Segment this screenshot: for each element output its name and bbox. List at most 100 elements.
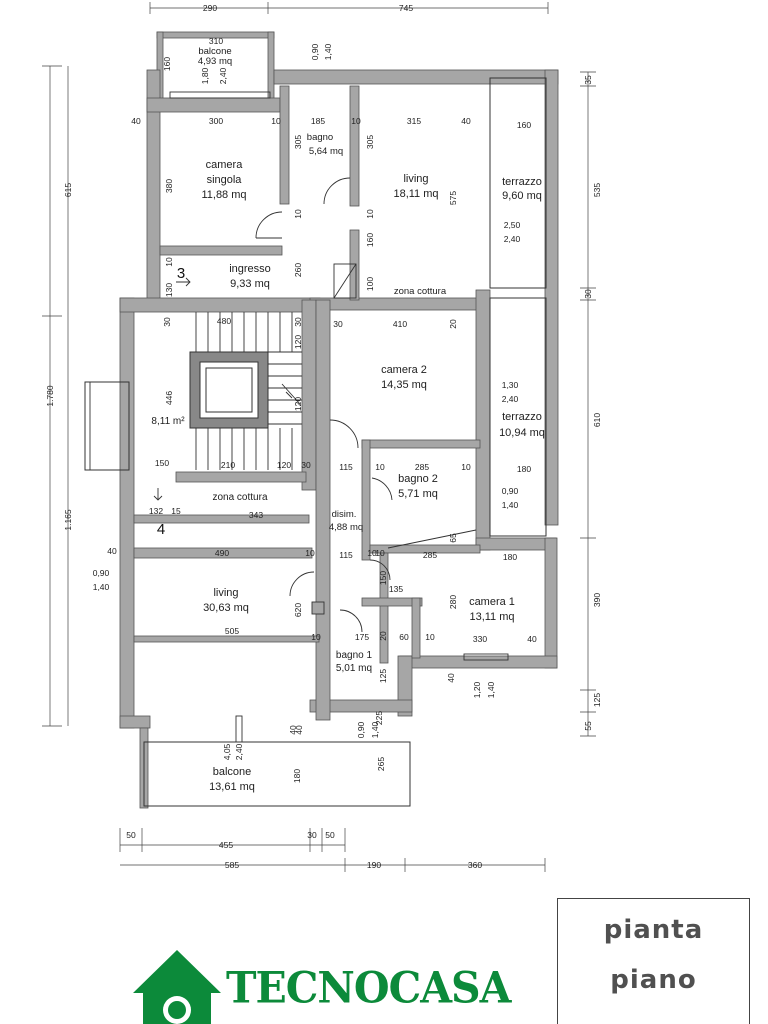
svg-text:5,64 mq: 5,64 mq [309,146,343,157]
dim-interior: 225 [374,711,384,725]
room-bagno-2-name: bagno 2 [398,473,438,485]
dim-interior: 0,90 [502,486,519,496]
dim-bottom-7: 360 [468,860,482,870]
dim-interior: 160 [365,233,375,247]
room-ingresso-area: 9,33 mq [230,278,270,290]
room-ingresso-name: ingresso [229,263,271,275]
dim-interior: 1,40 [323,43,333,60]
dim-interior: 65 [448,533,458,543]
dim-right-7: 55 [583,721,593,731]
dim-interior: 40 [107,546,117,556]
dim-interior: 115 [339,462,353,472]
room-bagno-top-area: 5,64 mq [309,146,343,157]
dim-interior: 410 [393,319,407,329]
dim-interior: 0,90 [310,43,320,60]
dim-right-4: 610 [592,413,602,427]
title-line-1: pianta [603,915,704,945]
dim-interior: 160 [517,120,531,130]
dim-interior: 620 [293,603,303,617]
room-labels: balcone 4,93 mq camera singola 11,88 mq … [151,46,545,793]
dim-interior: 1,40 [486,681,496,698]
dim-interior: 40 [461,116,471,126]
dim-interior: 310 [209,36,223,46]
room-bagno-1-area: 5,01 mq [336,663,372,674]
stair-core [84,312,302,471]
dim-bottom-5: 585 [225,860,239,870]
svg-text:11,88 mq: 11,88 mq [201,189,246,201]
dim-interior: 40 [294,725,304,735]
svg-text:terrazzo: terrazzo [502,176,542,188]
svg-text:bagno 2: bagno 2 [398,473,438,485]
dim-interior: 20 [448,319,458,329]
room-camera-singola-name-1: camera [206,159,244,171]
room-living-top-area: 18,11 mq [393,188,438,200]
dim-interior: 120 [277,460,291,470]
dim-interior: 30 [293,317,303,327]
svg-text:camera 2: camera 2 [381,364,427,376]
svg-text:14,35 mq: 14,35 mq [381,379,427,391]
svg-text:9,60 mq: 9,60 mq [502,190,542,202]
dim-interior: 2,40 [502,394,519,404]
dim-interior: 30 [301,460,311,470]
svg-text:ingresso: ingresso [229,263,271,275]
dim-interior: 40 [131,116,141,126]
dim-interior: 10 [351,116,361,126]
dim-interior: 40 [527,634,537,644]
dim-right-2: 535 [592,183,602,197]
dim-interior: 10 [311,632,321,642]
dim-interior: 40 [446,673,456,683]
dim-interior: 10 [271,116,281,126]
room-zona-cottura-bottom-name: zona cottura [212,492,267,503]
dim-interior: 490 [215,548,229,558]
room-balcone-bottom-name: balcone [213,766,252,778]
room-terrazzo-right-area: 10,94 mq [499,427,545,439]
dim-interior: 10 [425,632,435,642]
dim-interior: 343 [249,510,263,520]
doors [169,91,509,743]
room-bagno-1-name: bagno 1 [336,650,373,661]
dim-interior: 305 [365,135,375,149]
dim-right-1: 35 [583,75,593,85]
dim-interior: 2,40 [504,234,521,244]
svg-text:30,63 mq: 30,63 mq [203,602,249,614]
dim-left-1: 1.780 [45,385,55,407]
dim-top-1: 290 [203,3,217,13]
dim-interior: 60 [399,632,409,642]
dim-interior: 380 [164,179,174,193]
svg-text:4,88 mq: 4,88 mq [329,522,363,533]
tecnocasa-logo-emblem [133,950,221,1024]
svg-text:13,61 mq: 13,61 mq [209,781,255,793]
room-bagno-2-area: 5,71 mq [398,488,438,500]
dim-interior: 4,05 [222,743,232,760]
svg-text:13,11 mq: 13,11 mq [469,611,514,623]
room-bagno-top-name: bagno [307,132,333,143]
dim-interior: 185 [311,116,325,126]
room-zona-cottura-top-name: zona cottura [394,286,447,297]
dim-interior: 575 [448,191,458,205]
dim-interior: 330 [473,634,487,644]
svg-text:18,11 mq: 18,11 mq [393,188,438,200]
dim-interior: 135 [389,584,403,594]
dim-interior: 2,40 [218,67,228,84]
room-balcone-bottom-area: 13,61 mq [209,781,255,793]
dim-interior: 132 [149,506,163,516]
svg-text:bagno 1: bagno 1 [336,650,373,661]
svg-text:10,94 mq: 10,94 mq [499,427,545,439]
svg-text:zona cottura: zona cottura [212,492,267,503]
dim-interior: 2,40 [234,743,244,760]
dim-interior: 10 [375,548,385,558]
dim-interior: 10 [293,209,303,219]
room-terrazzo-top-area: 9,60 mq [502,190,542,202]
dim-interior: 150 [155,458,169,468]
room-terrazzo-top-name: terrazzo [502,176,542,188]
dim-interior: 300 [209,116,223,126]
dim-bottom-1: 50 [126,830,136,840]
room-area: 4,93 mq [198,56,232,67]
dim-interior: 115 [339,550,353,560]
svg-text:camera 1: camera 1 [469,596,515,608]
dimension-lines [42,2,596,872]
dim-interior: 30 [162,317,172,327]
dim-interior: 0,90 [356,721,366,738]
dim-interior: 175 [355,632,369,642]
